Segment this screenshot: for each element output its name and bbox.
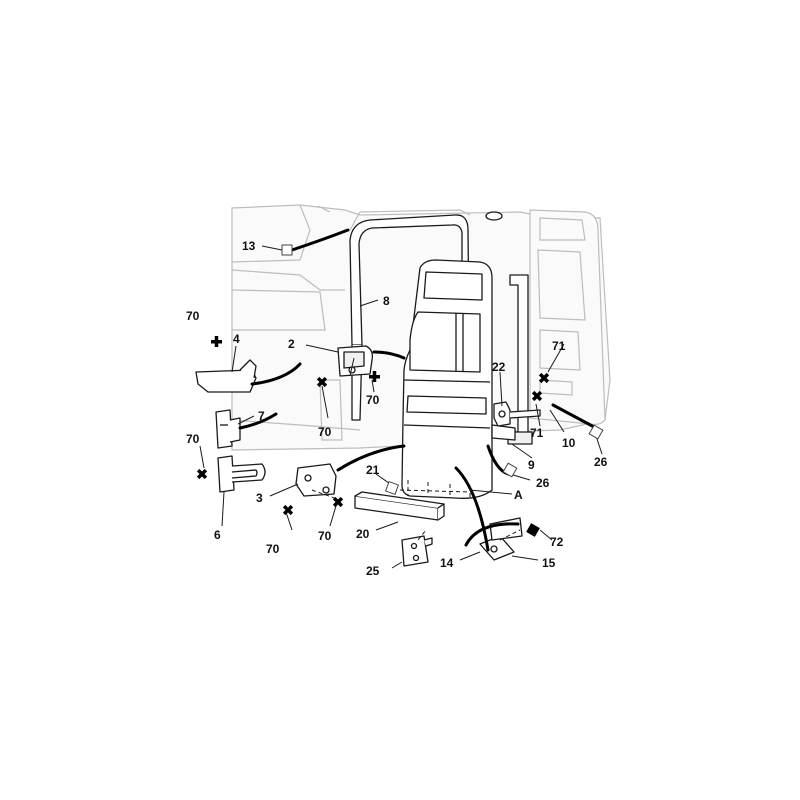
callout-70-top: 70 (186, 309, 200, 323)
callout-20: 20 (356, 527, 370, 541)
swoosh-13 (290, 228, 350, 252)
hinge-plate (215, 409, 241, 449)
cross-mark-70e (332, 496, 344, 508)
latch (337, 345, 374, 377)
callout-72: 72 (550, 535, 564, 549)
callout-14: 14 (440, 556, 454, 570)
leader-lines (199, 245, 603, 569)
rear-door (401, 259, 493, 499)
open-square-21 (384, 480, 400, 496)
callout-25: 25 (366, 564, 380, 578)
open-square-26a (502, 462, 518, 478)
cross-mark-71b (531, 390, 543, 402)
swoosh-7 (238, 412, 278, 430)
cross-mark-70d (282, 504, 294, 516)
callout-7: 7 (258, 409, 265, 423)
callout-70-striker: 70 (186, 432, 200, 446)
open-square-13 (281, 244, 293, 256)
callout-A: A (514, 488, 523, 502)
swoosh-26b (551, 403, 598, 430)
callout-2: 2 (288, 337, 295, 351)
bracket (195, 359, 257, 393)
callout-15: 15 (542, 556, 556, 570)
plus-mark-70 (211, 336, 222, 347)
filled-square-72 (526, 523, 540, 537)
callout-8: 8 (383, 294, 390, 308)
callout-22: 22 (492, 360, 506, 374)
callout-21: 21 (366, 463, 380, 477)
cross-mark-71a (538, 372, 550, 384)
side-door-right (529, 209, 606, 426)
callout-70-latch: 70 (366, 393, 380, 407)
striker-loop (217, 455, 266, 493)
callout-6: 6 (214, 528, 221, 542)
open-square-26b (588, 424, 604, 440)
callout-3: 3 (256, 491, 263, 505)
callout-71-top: 71 (552, 339, 566, 353)
plus-mark-70b (369, 371, 380, 382)
swoosh-14 (464, 522, 520, 547)
callout-70-hinge-right: 70 (318, 529, 332, 543)
lower-hinge (295, 463, 337, 497)
callout-13: 13 (242, 239, 256, 253)
cross-mark-70 (316, 376, 328, 388)
callout-4: 4 (233, 332, 240, 346)
callout-70-hinge-left: 70 (266, 542, 280, 556)
callout-70-frame: 70 (318, 425, 332, 439)
roof-grommet (485, 211, 503, 221)
callout-71-bottom: 71 (530, 426, 544, 440)
swoosh-A (454, 466, 490, 552)
swoosh-4 (250, 362, 302, 386)
callout-26-lower: 26 (536, 476, 550, 490)
swoosh-3 (336, 444, 406, 472)
callout-26-right: 26 (594, 455, 608, 469)
hinge-assembly (493, 401, 541, 427)
trim-strip (354, 491, 445, 521)
cross-mark-70c (196, 468, 208, 480)
door-check-strap (491, 274, 533, 445)
callout-10: 10 (562, 436, 576, 450)
callout-9: 9 (528, 458, 535, 472)
hinge-block (401, 535, 433, 567)
swoosh-2 (372, 350, 406, 360)
